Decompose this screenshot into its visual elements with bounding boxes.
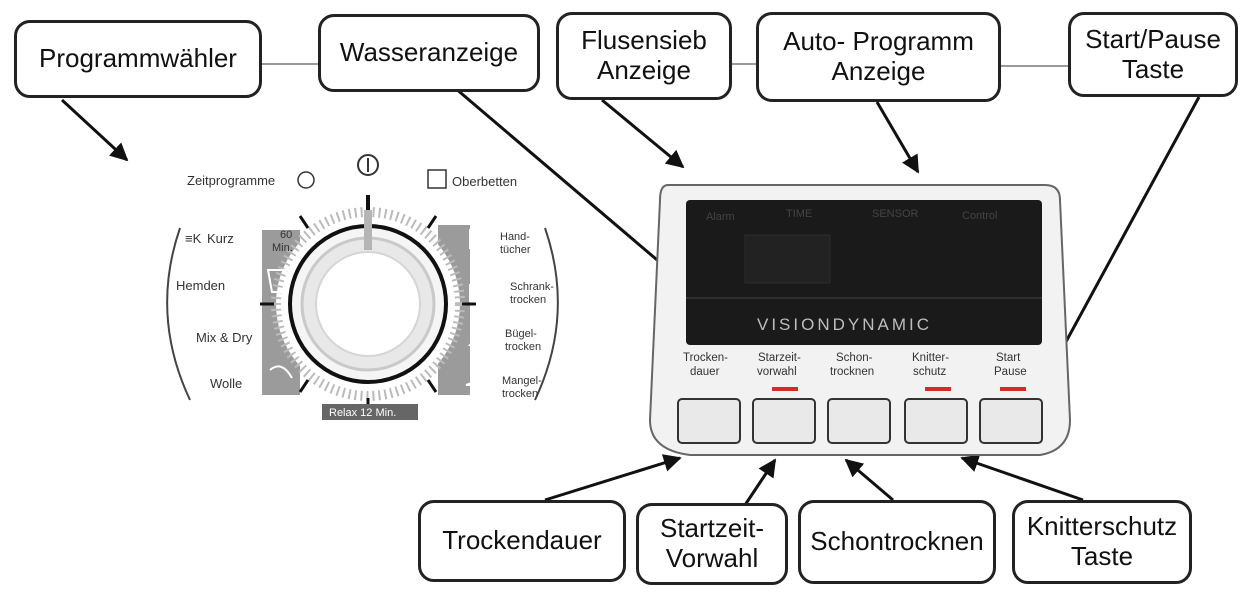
callout-start-pause: Start/Pause Taste xyxy=(1068,12,1238,97)
start-pause-button[interactable] xyxy=(979,398,1043,444)
label-kurz: Kurz xyxy=(207,231,234,246)
arrow-programmwaehler xyxy=(60,98,129,162)
callout-wasseranzeige: Wasseranzeige xyxy=(318,14,540,92)
label-min: Min. xyxy=(272,242,293,254)
wool-icon xyxy=(269,365,293,379)
clock-icon xyxy=(297,171,315,189)
label-oberbetten: Oberbetten xyxy=(452,174,517,189)
arrow-flusensieb xyxy=(601,98,685,169)
label-buegel-b: trocken xyxy=(505,341,541,353)
callout-flusensieb: Flusensieb Anzeige xyxy=(556,12,732,100)
label-mangel-b: trocken xyxy=(502,388,538,400)
button-label-schontrocknen-2: trocknen xyxy=(830,366,874,378)
button-label-knitterschutz-2: schutz xyxy=(913,366,946,378)
label-mangel-a: Mangel- xyxy=(502,375,542,387)
dial-knob-center xyxy=(315,251,421,357)
arrow-start-pause xyxy=(1041,96,1201,386)
callout-knitterschutz: Knitterschutz Taste xyxy=(1012,500,1192,584)
brand-label: VISIONDYNAMIC xyxy=(757,315,932,334)
callout-auto-programm-text: Auto- Programm Anzeige xyxy=(783,26,974,86)
dial-bracket-left xyxy=(166,227,191,401)
button-label-startzeit-2: vorwahl xyxy=(757,366,797,378)
label-hand-a: Hand- xyxy=(500,231,530,243)
callout-programmwaehler: Programmwähler xyxy=(14,20,262,98)
indicator-time: TIME xyxy=(786,208,812,220)
button-label-startzeit-1: Starzeit- xyxy=(758,352,801,364)
label-kurz-mark: ≡K xyxy=(185,231,202,246)
hanger-icon xyxy=(467,333,489,346)
arrow-knitterschutz xyxy=(960,454,1084,502)
duvet-icon xyxy=(427,169,447,189)
dial-pointer xyxy=(364,210,372,250)
dial-tick xyxy=(426,215,438,229)
dial-tick xyxy=(426,379,438,393)
towel-icon xyxy=(469,229,485,249)
label-relax: Relax 12 Min. xyxy=(329,407,396,419)
label-wolle: Wolle xyxy=(210,376,242,391)
label-schrank-a: Schrank- xyxy=(510,281,554,293)
label-hand-b: tücher xyxy=(500,244,531,256)
startzeit-vorwahl-button[interactable] xyxy=(752,398,816,444)
callout-startzeit: Startzeit- Vorwahl xyxy=(636,503,788,585)
callout-schontrocknen-text: Schontrocknen xyxy=(810,526,984,557)
callout-auto-programm: Auto- Programm Anzeige xyxy=(756,12,1001,102)
power-off-icon xyxy=(357,154,379,176)
indicator-alarm: Alarm xyxy=(706,211,735,223)
shirt-icon xyxy=(266,269,292,293)
callout-schontrocknen: Schontrocknen xyxy=(798,500,996,584)
callout-wasseranzeige-text: Wasseranzeige xyxy=(339,37,519,68)
arrow-auto-programm xyxy=(875,101,920,174)
label-schrank-b: trocken xyxy=(510,294,546,306)
trockendauer-button[interactable] xyxy=(677,398,741,444)
indicator-control: Control xyxy=(962,210,997,222)
dial-tick xyxy=(298,379,310,393)
arrow-trockendauer xyxy=(544,454,682,502)
callout-programmwaehler-text: Programmwähler xyxy=(39,43,237,74)
button-label-start-1: Start xyxy=(996,352,1021,364)
label-60: 60 xyxy=(280,229,292,241)
callout-trockendauer-text: Trockendauer xyxy=(442,525,602,556)
led-knitterschutz xyxy=(925,387,951,391)
arrow-startzeit xyxy=(743,458,777,506)
time-display xyxy=(744,234,831,284)
indicator-sensor: SENSOR xyxy=(872,208,919,220)
button-label-trockendauer-1: Trocken- xyxy=(683,352,728,364)
arrow-wasseranzeige xyxy=(454,86,685,284)
label-mix-dry: Mix & Dry xyxy=(196,330,253,345)
dial-tick xyxy=(298,215,310,229)
iron-icon xyxy=(465,376,492,386)
led-startzeit xyxy=(772,387,798,391)
relax-badge xyxy=(322,404,418,420)
led-start-pause xyxy=(1000,387,1026,391)
dial-bracket-right xyxy=(534,227,559,401)
callout-start-pause-text: Start/Pause Taste xyxy=(1085,23,1221,84)
callout-startzeit-text: Startzeit- Vorwahl xyxy=(659,513,765,573)
callout-flusensieb-text: Flusensieb Anzeige xyxy=(581,25,707,85)
knitterschutz-button[interactable] xyxy=(904,398,968,444)
label-hemden: Hemden xyxy=(176,278,225,293)
cupboard-icon xyxy=(469,284,487,302)
button-label-knitterschutz-1: Knitter- xyxy=(912,352,949,364)
arrow-schontrocknen xyxy=(844,458,894,502)
label-zeitprogramme: Zeitprogramme xyxy=(187,173,275,188)
button-label-trockendauer-2: dauer xyxy=(690,366,720,378)
label-buegel-a: Bügel- xyxy=(505,328,537,340)
schontrocknen-button[interactable] xyxy=(827,398,891,444)
callout-trockendauer: Trockendauer xyxy=(418,500,626,582)
callout-knitterschutz-text: Knitterschutz Taste xyxy=(1026,511,1178,571)
button-label-schontrocknen-1: Schon- xyxy=(836,352,873,364)
button-label-start-2: Pause xyxy=(994,366,1027,378)
